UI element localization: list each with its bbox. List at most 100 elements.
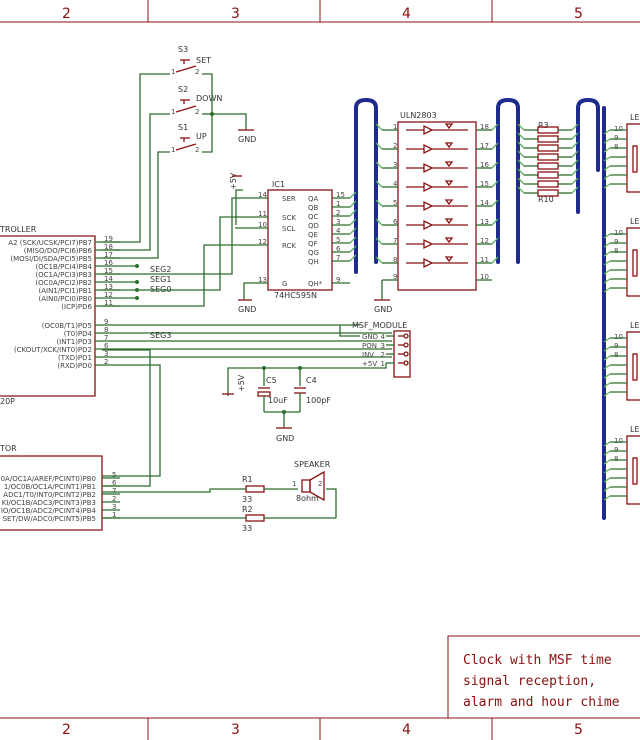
ic1-pin-num: 12 (258, 238, 267, 246)
caps-gnd-label: GND (276, 434, 294, 443)
frame-col-bottom-4: 5 (574, 722, 583, 738)
mcu2-pin-name: KI/OC1B/ADC3/PCINT3)PB3 (2, 499, 96, 507)
title-line-3: alarm and hour chime (463, 695, 620, 710)
ic1-pin-name: SER (282, 195, 296, 203)
switch-wires: GND (102, 73, 256, 259)
uln-pin-num: 8 (393, 256, 397, 264)
power-caps: +5V GND C5 10uF C4 100pF (222, 366, 331, 443)
uln-pin-num: 17 (480, 142, 489, 150)
frame-col-bottom-3: 4 (402, 722, 411, 738)
msf-ref: MSF_MODULE (352, 321, 407, 330)
switch-pin: 1 (171, 108, 175, 116)
mcu1-title: TROLLER (0, 225, 37, 234)
mcu1-pin-name: (OC1B/PCI4)PB4 (35, 263, 92, 271)
mcu1-pin-name: A2 (SCK/UCSK/PCI7)PB7 (8, 239, 92, 247)
mcu1-pin-num: 3 (104, 350, 108, 358)
led-pin-num: 10 (614, 229, 623, 237)
led-label: LE (630, 217, 640, 226)
led-pin-num: 10 (614, 125, 623, 133)
mcu1-pin-name: (INT1)PD3 (56, 338, 92, 346)
res-array-bottom: R10 (538, 195, 554, 204)
msf-pin-name: INV (362, 351, 374, 359)
c5-ref: C5 (266, 376, 277, 385)
msf-pin-name: +5V (362, 360, 377, 368)
c4-ref: C4 (306, 376, 317, 385)
ic1-pin-name: G (282, 280, 287, 288)
mcu2-pin-num: 5 (112, 471, 116, 479)
ic1-pin-num: 11 (258, 210, 267, 218)
ic1-pin-num: 6 (336, 245, 341, 253)
msf-pin-num: 1 (381, 360, 385, 368)
switch-s3: S3 SET 1 2 (171, 45, 211, 76)
frame-col-top-4: 5 (574, 6, 583, 22)
mcu1-pin-num: 8 (104, 326, 108, 334)
mcu1-pin-name: (TXD)PD1 (58, 354, 92, 362)
mcu2-pin-num: 3 (112, 503, 116, 511)
uln-pin-num: 1 (393, 123, 397, 131)
uln-pin-num: 14 (480, 199, 489, 207)
mcu1-pin-name: (MOSI/DI/SDA/PCI5)PB5 (10, 255, 92, 263)
led-label: LE (630, 425, 640, 434)
ic1-pin-num: 13 (258, 276, 267, 284)
mcu2-pin-name: SET/DW/ADC0/PCINT5)PB5 (3, 515, 96, 523)
ic1-pin-num: 15 (336, 191, 345, 199)
uln-pin-num: 10 (480, 273, 489, 281)
mcu1-pin-name: (CKOUT/XCK/INT0)PD2 (14, 346, 92, 354)
seg1-label: SEG1 (150, 275, 171, 284)
mcu1-pin-name: (OC0B/T1)PD5 (42, 322, 92, 330)
ic1-pin-num: 3 (336, 218, 340, 226)
led-label: LE (630, 321, 640, 330)
ic1-pin-num: 10 (258, 221, 267, 229)
uln-pin-num: 18 (480, 123, 489, 131)
title-line-2: signal reception, (463, 674, 596, 689)
ic1-pin-name: SCL (282, 225, 295, 233)
mcu1-bottom-label: 20P (0, 397, 15, 406)
ic1-ref: IC1 (272, 180, 285, 189)
led-pin-num: 9 (614, 134, 618, 142)
led-pin-num: 8 (614, 455, 618, 463)
ic1-pin-name: QH* (308, 280, 323, 288)
ic1-pin-name: SCK (282, 214, 296, 222)
uln-pin-num: 5 (393, 199, 397, 207)
switch-ref: S3 (178, 45, 188, 54)
uln-pin-num: 3 (393, 161, 397, 169)
mcu1-pin-name: (RXD)PD0 (57, 362, 92, 370)
switch-s1: S1 UP 1 2 (171, 123, 207, 154)
switch-ref: S1 (178, 123, 188, 132)
uln-pin-num: 16 (480, 161, 489, 169)
frame-col-top-3: 4 (402, 6, 411, 22)
mcu1-pin-name: (ICP)PD6 (61, 303, 92, 311)
r2-value: 33 (242, 524, 252, 533)
mcu1-pin-num: 12 (104, 291, 113, 299)
ic1-pin-num: 4 (336, 227, 341, 235)
switch-label: SET (196, 56, 211, 65)
speaker-pin: 2 (318, 480, 322, 488)
uln-pin-num: 7 (393, 237, 397, 245)
led-pin-num: 8 (614, 351, 618, 359)
mcu1-pin-num: 9 (104, 318, 108, 326)
uln-pin-num: 4 (393, 180, 398, 188)
vcc-ic1-label: +5V (229, 172, 238, 190)
ic1-pin-name: QC (308, 213, 319, 221)
led-pin-num: 8 (614, 143, 618, 151)
led-label: LE (630, 113, 640, 122)
uln-pin-num: 6 (393, 218, 398, 226)
mcu1-pin-name: (OC1A/PCI3)PB3 (35, 271, 92, 279)
speaker-ref: SPEAKER (294, 460, 331, 469)
switch-pin: 2 (195, 108, 199, 116)
speaker-value: 8ohm (296, 494, 319, 503)
resistor-array: R3 R10 (517, 121, 579, 204)
mcu1-pin-num: 18 (104, 243, 113, 251)
led-pin-num: 9 (614, 446, 618, 454)
switch-ref: S2 (178, 85, 188, 94)
mcu1-pin-num: 11 (104, 299, 113, 307)
mcu2-pin-name: IO/OC1B/ADC2/PCINT4)PB4 (1, 507, 97, 515)
mcu2-pin-num: 6 (112, 479, 117, 487)
mcu2-pin-name: 0A/OC1A/AREF/PCINT0)PB0 (1, 475, 96, 483)
uln-pin-num: 15 (480, 180, 489, 188)
